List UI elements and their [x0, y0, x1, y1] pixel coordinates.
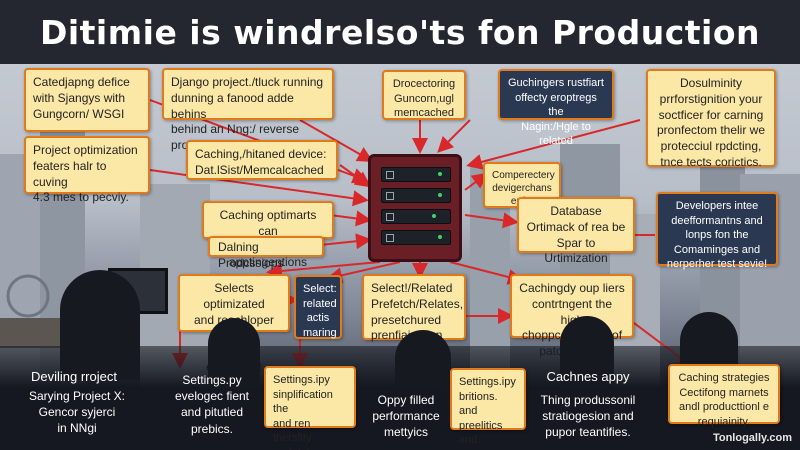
note-prefetch-related: Select!/Related Prefetch/Relates, preset…	[362, 274, 466, 342]
person-silhouette	[560, 316, 614, 386]
note-project-optimization: Project optimization featers halr to cuv…	[24, 136, 150, 204]
desk	[0, 318, 62, 348]
caption-deviling-project: Deviling rroject	[31, 369, 117, 384]
note-dalning-processes: Dalning Prodcssiops	[208, 236, 324, 270]
note-database-optimization: Database Ortimack of rea be Spar to Urti…	[517, 197, 635, 265]
note-select-related: Select: related actis maring	[294, 275, 342, 339]
server-rack-icon	[368, 154, 462, 262]
person-silhouette	[395, 330, 451, 390]
caption-caches-apply: Cachnes appy	[546, 369, 630, 384]
note-caching-optimization: Caching optimarts can recess apptingenti…	[202, 201, 334, 269]
title-bar: Ditimie is windrelso'ts fon Production	[0, 0, 800, 64]
caption-thing-productional: Thing produssonil stratiogesion and pupo…	[540, 393, 636, 440]
page-title: Ditimie is windrelso'ts fon Production	[39, 12, 761, 52]
note-developers-testing: Developers intee deefformantns and lonps…	[656, 192, 778, 270]
caption-sarying-project: Sarying Project X: Gencor syjerci in NNg…	[28, 389, 126, 436]
person-silhouette	[60, 270, 140, 380]
note-nginx-reverse-proxy: Django project./tluck running dunning a …	[162, 68, 334, 152]
note-caching-strategies: Caching strategies Cectifong marnets and…	[668, 364, 780, 428]
note-memcached: Drocectoring Guncorn,ugl memcached	[382, 70, 466, 120]
note-caching-memcached: Caching,/hitaned device: Dat.lSist/Memca…	[186, 140, 338, 180]
caption-performance-metrics: Oppy filled performance mettyics	[372, 393, 440, 440]
watermark: Tonlogally.com	[712, 432, 792, 444]
note-nginx-related: Guchingers rustfiart offecty eroptregs t…	[498, 69, 614, 147]
caption-settings-py: Settings.py evelogec fient and pitutied …	[174, 373, 250, 436]
person-silhouette	[208, 318, 260, 388]
note-gunicorn-wsgi: Catedjapng defice with Sjangys with Gung…	[24, 68, 150, 132]
note-settings-simplification: Settings.ipy sinplification the and ren …	[264, 366, 356, 450]
note-settings-britions: Settings.ipy britions. and preelitics an…	[450, 368, 526, 450]
note-performance-monitoring: Dosulminity prrforstignition your soctfi…	[646, 69, 776, 169]
